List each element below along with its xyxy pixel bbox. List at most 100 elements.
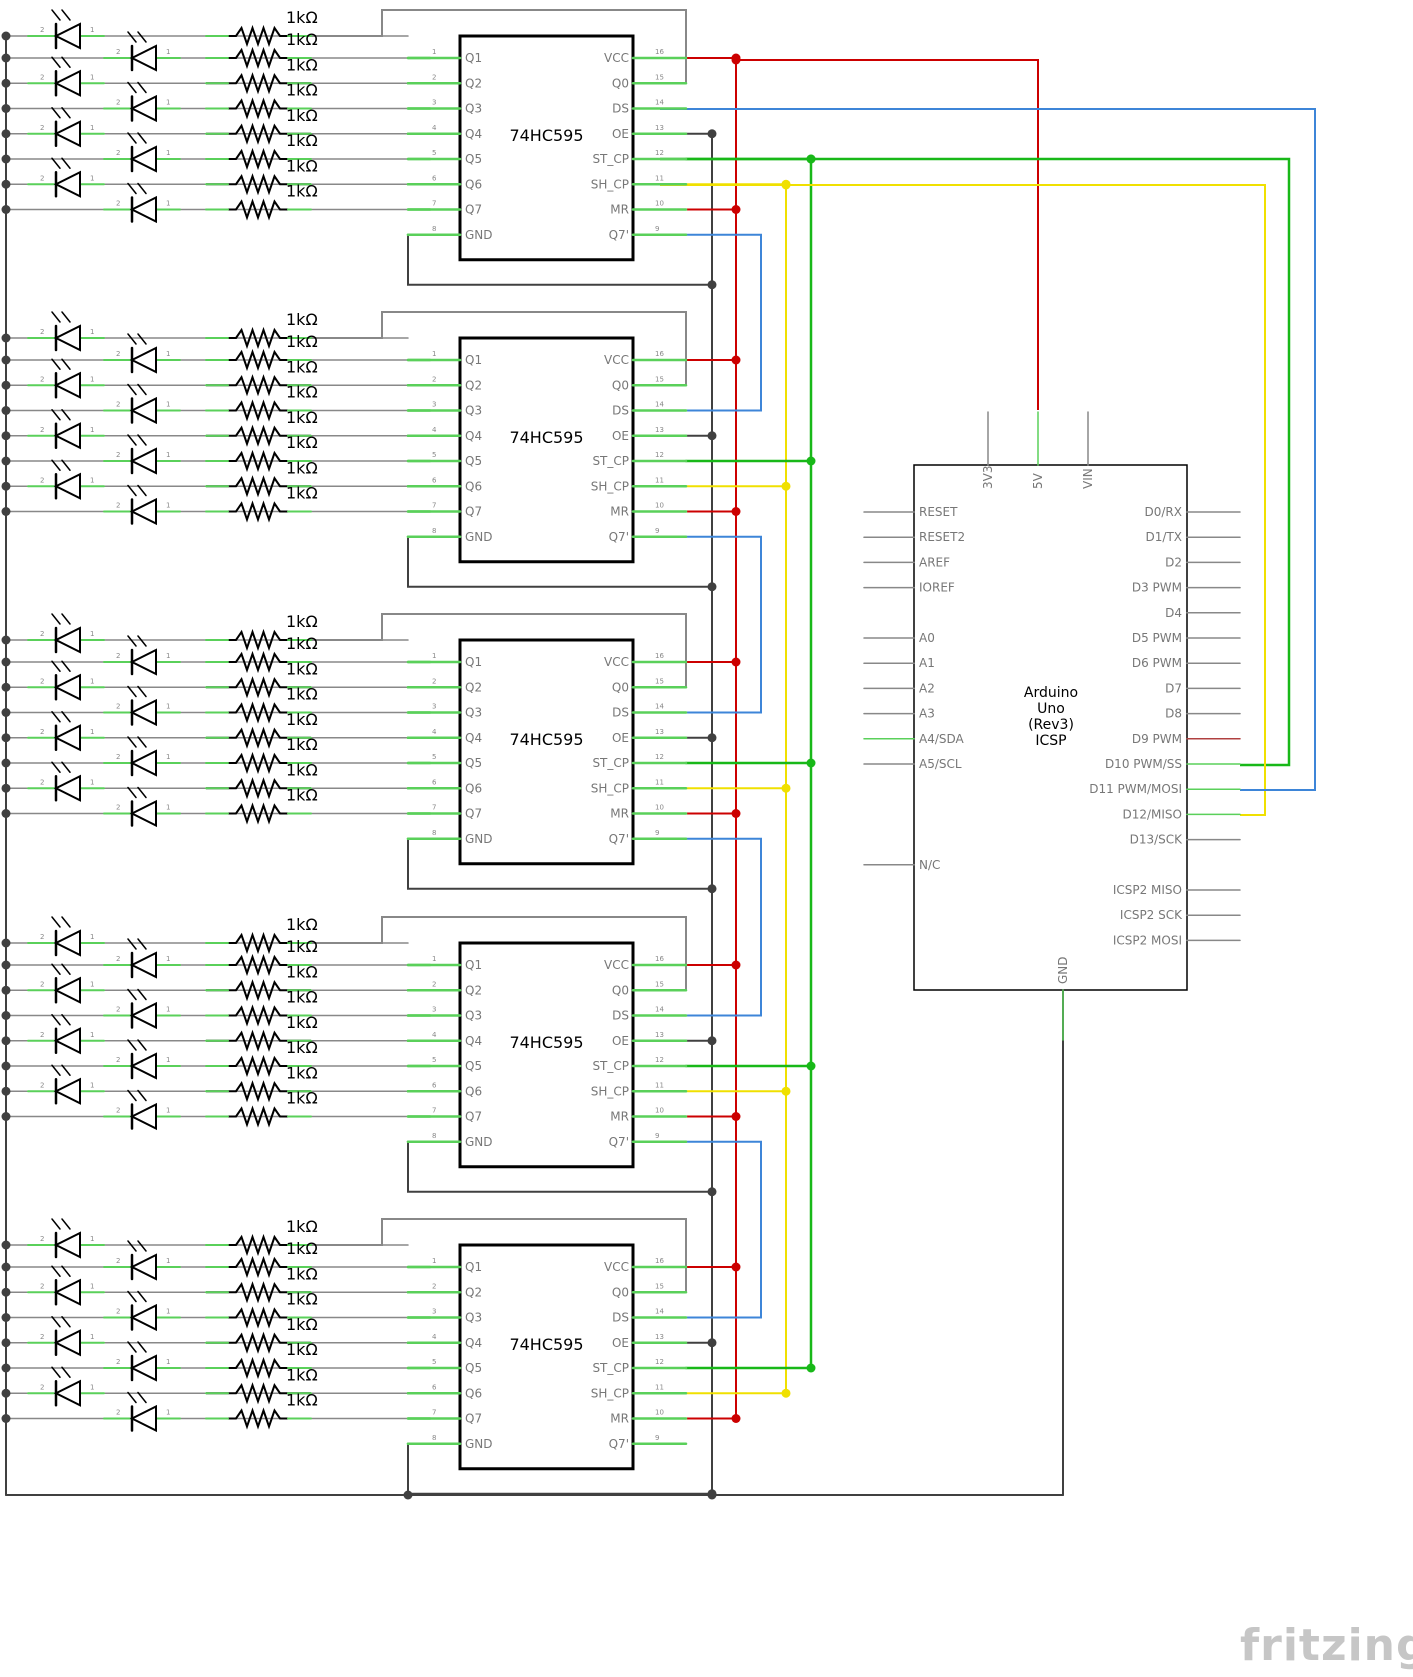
arduino-right-pin-label: ICSP2 MOSI (1113, 933, 1182, 947)
chip-pin-number: 8 (432, 1132, 436, 1140)
resistor-icon (206, 1306, 311, 1329)
led-light-arrow (127, 1089, 137, 1102)
chip-pin-number: 3 (432, 1308, 436, 1316)
chip-pin-number: 6 (432, 778, 437, 786)
chip-pin-label: GND (465, 1135, 493, 1149)
led-light-arrow (127, 1341, 137, 1353)
led-light-arrow (61, 916, 71, 928)
led-light-arrow (61, 1265, 71, 1277)
junction-dot (707, 1036, 717, 1046)
junction-dot (1, 1112, 11, 1121)
chip-pin-label: Q7' (609, 1135, 629, 1149)
junction-dot (731, 1262, 741, 1272)
led-pin-number: 2 (116, 804, 120, 812)
resistor-label: 1kΩ (286, 915, 318, 934)
led-light-arrow (61, 1316, 71, 1328)
led-light-arrow (51, 1218, 61, 1230)
junction-dot (731, 809, 741, 818)
chip-pin-label: GND (465, 228, 493, 242)
led-pin-number: 1 (90, 1383, 94, 1391)
chip-pin-label: OE (612, 731, 629, 745)
chip-pin-label: Q0 (612, 983, 629, 997)
led-pin-number: 2 (116, 1409, 120, 1417)
junction-dot (731, 657, 741, 667)
chip-74hc595 (458, 336, 635, 564)
resistor-label: 1kΩ (286, 131, 318, 150)
led-icon (53, 472, 81, 500)
resistor-icon (206, 979, 311, 1002)
led-light-arrow (137, 736, 147, 748)
led-pin-number: 2 (40, 728, 44, 736)
resistor-icon (206, 650, 311, 674)
chip-pin-number: 4 (432, 1333, 437, 1341)
chip-gnd-loop (407, 1443, 712, 1495)
led-pin-number: 2 (40, 1031, 44, 1039)
led-light-arrow (61, 711, 71, 723)
led-light-arrow (127, 635, 137, 647)
chip-pin-label: ST_CP (592, 454, 629, 468)
resistor-icon (206, 1054, 311, 1078)
arduino-right-pin-label: D9 PWM (1132, 732, 1182, 746)
chip-pin-label: SH_CP (591, 1084, 629, 1098)
resistor-icon (206, 147, 311, 171)
chip-pin-number: 3 (432, 401, 436, 409)
junction-dot (806, 456, 816, 466)
resistor-icon (206, 1281, 311, 1304)
arduino-right-pin-label: ICSP2 MISO (1113, 883, 1182, 897)
chip-pin-label: DS (612, 404, 629, 418)
chip-gnd-loop (407, 1141, 712, 1193)
chip-pin-label: ST_CP (592, 1059, 629, 1073)
junction-dot (781, 783, 791, 793)
led-icon (129, 951, 157, 979)
led-pin-number: 1 (166, 703, 170, 711)
chip-pin-number: 5 (432, 149, 436, 157)
chip-pin-label: MR (610, 1110, 629, 1124)
led-pin-number: 2 (116, 955, 120, 963)
chip-pin-label: Q5 (465, 454, 482, 468)
led-icon (129, 195, 157, 224)
chip-pin-number: 6 (432, 476, 437, 484)
led-pin-number: 1 (166, 99, 170, 107)
resistor-icon (206, 701, 311, 724)
led-icon (129, 1354, 157, 1382)
chip-pin-number: 3 (432, 99, 436, 107)
led-pin-number: 2 (40, 778, 44, 786)
resistor-label: 1kΩ (286, 1013, 318, 1032)
junction-dot (731, 1414, 741, 1423)
chip-pin-number: 16 (655, 652, 664, 660)
led-pin-number: 2 (116, 350, 120, 358)
led-pin-number: 2 (116, 1056, 120, 1064)
led-light-arrow (51, 9, 61, 21)
junction-dot (781, 1388, 791, 1398)
led-light-arrow (51, 311, 61, 323)
junction-dot (1, 380, 11, 390)
chip-pin-label: DS (612, 1311, 629, 1325)
led-icon (53, 1329, 81, 1357)
junction-dot (1, 758, 11, 768)
led-light-arrow (51, 613, 61, 625)
chip-74hc595 (458, 34, 635, 262)
arduino-right-pin-label: D2 (1165, 555, 1182, 569)
led-pin-number: 2 (40, 933, 44, 941)
led-light-arrow (137, 1391, 147, 1404)
resistor-label: 1kΩ (286, 1264, 318, 1283)
arduino-left-pin-label: A1 (919, 656, 935, 670)
led-pin-number: 1 (90, 778, 94, 786)
led-pin-number: 2 (116, 401, 120, 409)
chip-pin-number: 4 (432, 728, 437, 736)
led-light-arrow (137, 635, 147, 647)
led-icon (129, 1102, 157, 1131)
arduino-left-pin-label: A0 (919, 631, 935, 645)
junction-dot (806, 1363, 816, 1373)
junction-dot (707, 1489, 717, 1499)
chip-pin-label: Q5 (465, 1059, 482, 1073)
arduino-left-pin-label: RESET (919, 505, 958, 519)
led-pin-number: 2 (116, 48, 120, 56)
led-light-arrow (61, 1014, 71, 1026)
chip-pin-label: Q0 (612, 1285, 629, 1299)
chip-pin-label: VCC (604, 1260, 629, 1274)
resistor-icon (206, 475, 311, 498)
junction-dot (1, 355, 11, 365)
arduino-left-pin-label: A4/SDA (919, 732, 965, 746)
resistor-icon (206, 1356, 311, 1380)
